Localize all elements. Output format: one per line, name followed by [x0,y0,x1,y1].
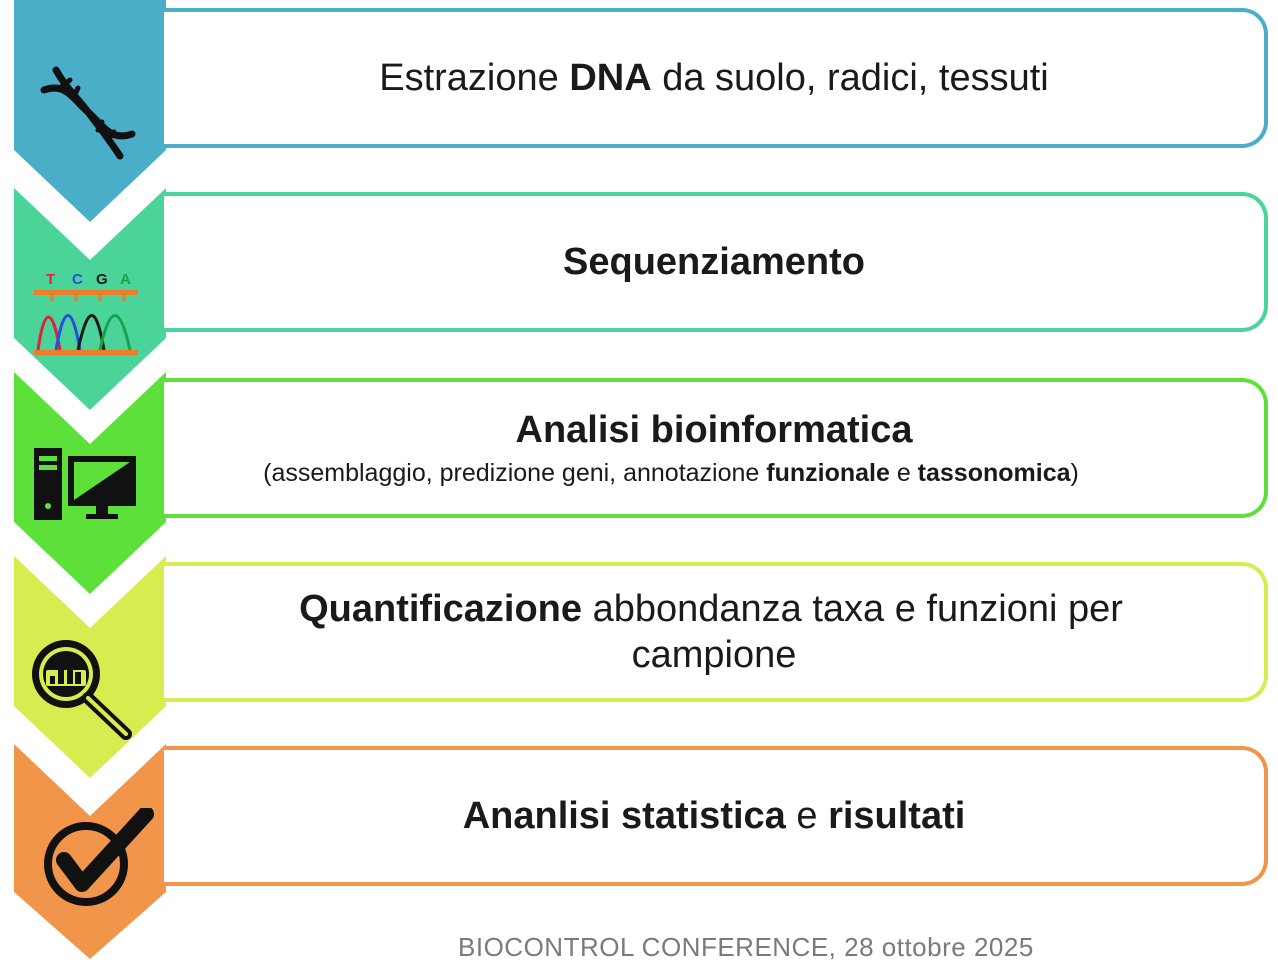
magnifier-chart-icon [32,640,132,740]
step-4-box: Quantificazione abbondanza taxa e funzio… [164,562,1268,702]
base-letter-c: C [72,271,83,288]
step-1-label: Estrazione DNA da suolo, radici, tessuti [379,57,1049,99]
computer-icon [34,448,136,520]
step-3-label: Analisi bioinformatica [515,409,913,451]
step-5-chevron [14,744,166,959]
step-3-sublabel: (assemblaggio, predizione geni, annotazi… [263,459,1079,487]
step-5-box: Ananlisi statistica e risultati [164,746,1268,886]
step-2-box: Sequenziamento [164,192,1268,332]
step-3-box: Analisi bioinformatica (assemblaggio, pr… [164,378,1268,518]
step-5: Ananlisi statistica e risultati [0,744,1278,959]
step-4-label-line-2: campione [631,634,797,676]
step-2: Sequenziamento T C G A [0,188,1278,410]
base-letter-t: T [46,271,55,288]
step-2-label: Sequenziamento [563,241,865,283]
dna-icon [40,66,136,160]
step-4: Quantificazione abbondanza taxa e funzio… [0,556,1278,778]
step-1: Estrazione DNA da suolo, radici, tessuti [0,0,1278,222]
checkmark-icon [44,808,154,906]
step-4-label-line-1: Quantificazione abbondanza taxa e funzio… [299,588,1123,630]
sequencing-chromatogram-icon: T C G A [34,271,138,355]
step-1-box: Estrazione DNA da suolo, radici, tessuti [164,8,1268,148]
footer-conference: BIOCONTROL CONFERENCE, 28 ottobre 2025 [458,932,1034,962]
step-3: Analisi bioinformatica (assemblaggio, pr… [0,372,1278,594]
base-letter-a: A [120,271,131,288]
step-5-label: Ananlisi statistica e risultati [462,795,966,837]
base-letter-g: G [96,271,108,288]
